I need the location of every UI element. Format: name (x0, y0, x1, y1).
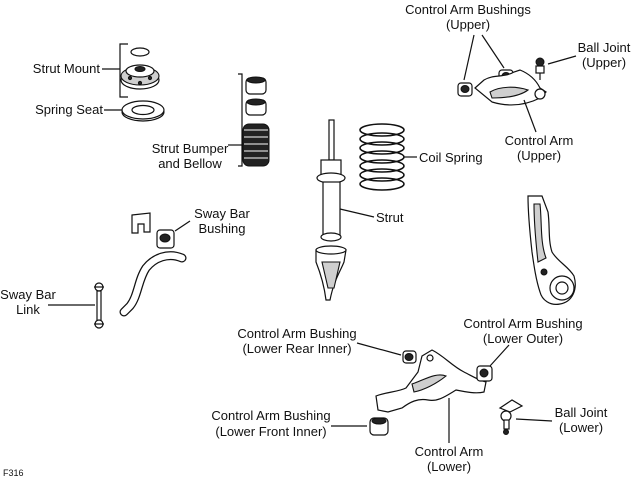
sway-bar-link-label-line2: Link (16, 302, 40, 317)
control-arm-bushing-lower-rear-inner-label-line2: (Lower Rear Inner) (242, 341, 351, 356)
control-arm-bushing-lower-outer-label-line2: (Lower Outer) (483, 331, 563, 346)
ball-joint-lower (498, 399, 524, 435)
sway-bar-link-label-line1: Sway Bar (0, 287, 56, 302)
strut-mount-label: Strut Mount (33, 61, 101, 76)
ball-joint-upper (535, 57, 545, 80)
spring-seat-label: Spring Seat (35, 102, 103, 117)
strut (316, 119, 346, 242)
control-arm-bushing-lower-rear-inner-label-line1: Control Arm Bushing (237, 326, 356, 341)
control-arm-bushing-upper-left (457, 82, 473, 97)
sway-bar-bushing-label-line1: Sway Bar (194, 206, 250, 221)
strut-bumper-label-line2: and Bellow (158, 156, 222, 171)
strut-fork (315, 245, 347, 301)
coil-spring-label: Coil Spring (419, 150, 483, 165)
control-arm-bushing-lower-outer-label-line1: Control Arm Bushing (463, 316, 582, 331)
control-arm-upper-label-line2: (Upper) (517, 148, 561, 163)
control-arm-bushing-lower-front-inner (369, 417, 389, 436)
spring-seat (121, 100, 165, 122)
control-arm-bushings-upper-label-line2: (Upper) (446, 17, 490, 32)
ball-joint-upper-label-line2: (Upper) (582, 55, 626, 70)
strut-bumper-label-line1: Strut Bumper (152, 141, 229, 156)
control-arm-bushing-lower-rear-inner (402, 350, 417, 364)
strut-bumper-bracket (238, 73, 243, 167)
control-arm-upper (474, 69, 547, 106)
control-arm-lower-label-line2: (Lower) (427, 459, 471, 474)
figure-id: F316 (3, 468, 24, 478)
control-arm-bushing-lower-outer (476, 365, 493, 382)
sway-bar-bushing-label-line2: Bushing (199, 221, 246, 236)
ball-joint-lower-label-line2: (Lower) (559, 420, 603, 435)
sway-bar (119, 251, 187, 317)
coil-spring (359, 123, 405, 191)
control-arm-bushing-lower-front-inner-label-line1: Control Arm Bushing (211, 408, 330, 423)
control-arm-bushing-lower-front-inner-label-line2: (Lower Front Inner) (215, 424, 326, 439)
steering-knuckle (527, 195, 576, 305)
sway-bar-link (94, 282, 104, 329)
control-arm-lower-label-line1: Control Arm (415, 444, 484, 459)
control-arm-lower (375, 349, 487, 413)
sway-bar-bushing (131, 212, 175, 249)
ball-joint-upper-label-line1: Ball Joint (578, 40, 631, 55)
control-arm-upper-label-line1: Control Arm (505, 133, 574, 148)
strut-mount (120, 47, 160, 90)
strut-mount-bracket (119, 43, 128, 98)
ball-joint-lower-label-line1: Ball Joint (555, 405, 608, 420)
strut-label: Strut (376, 210, 404, 225)
strut-bellow (242, 123, 270, 167)
strut-bumper (245, 76, 267, 116)
control-arm-bushings-upper-label-line1: Control Arm Bushings (405, 2, 531, 17)
